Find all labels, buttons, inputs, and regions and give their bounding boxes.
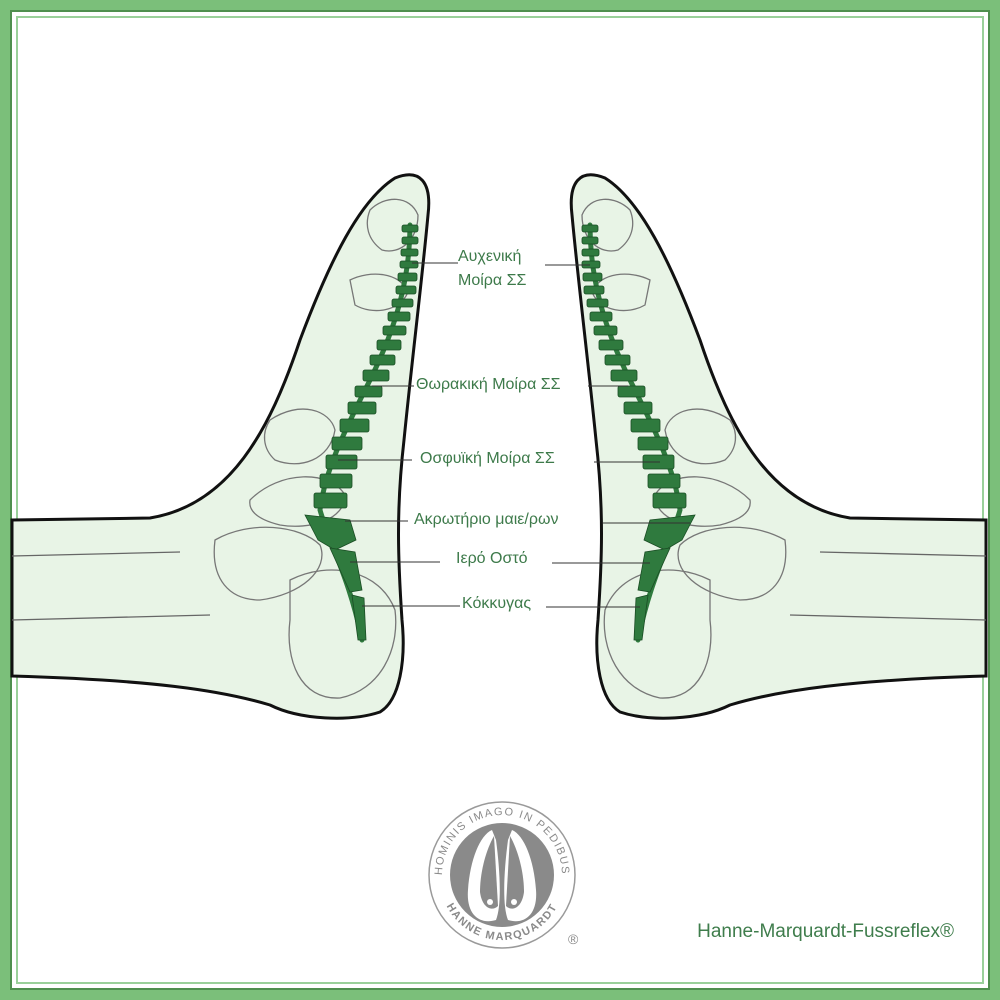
left-bone-talus xyxy=(213,526,323,601)
left-foot xyxy=(10,173,431,720)
label-cervical-line1: Αυχενική xyxy=(458,248,522,265)
right-bone-metatarsal xyxy=(664,408,737,465)
left-bone-midfoot xyxy=(249,476,346,527)
left-spine-vertebrae xyxy=(304,224,419,641)
left-leg-line-bottom xyxy=(11,614,211,621)
right-spine-vertebrae xyxy=(581,224,696,641)
label-thoracic: Θωρακική Μοίρα ΣΣ xyxy=(416,376,561,393)
left-foot-outline xyxy=(10,173,431,720)
copyright-credit: Hanne-Marquardt-Fussreflex® xyxy=(697,921,954,942)
right-leg-line-top xyxy=(819,551,987,557)
label-lumbar: Οσφυϊκή Μοίρα ΣΣ xyxy=(420,450,555,467)
label-cervical-line2: Μοίρα ΣΣ xyxy=(458,272,527,289)
right-bone-talus xyxy=(677,526,787,601)
right-bone-midfoot xyxy=(654,476,751,527)
label-sacrum: Ιερό Οστό xyxy=(456,550,528,567)
right-foot-outline xyxy=(569,173,988,720)
left-leg-line-top xyxy=(11,551,181,557)
leader-lines xyxy=(338,262,690,608)
right-leg-line-bottom xyxy=(789,614,987,621)
left-bone-metatarsal xyxy=(263,408,336,465)
hanne-marquardt-logo: HOMINIS IMAGO IN PEDIBUS HANNE MARQUARDT… xyxy=(428,801,579,949)
svg-text:®: ® xyxy=(568,931,579,947)
right-foot xyxy=(569,173,988,720)
label-coccyx: Κόκκυγας xyxy=(462,595,532,612)
label-promontory: Ακρωτήριο μαιε/ρων xyxy=(414,511,559,528)
